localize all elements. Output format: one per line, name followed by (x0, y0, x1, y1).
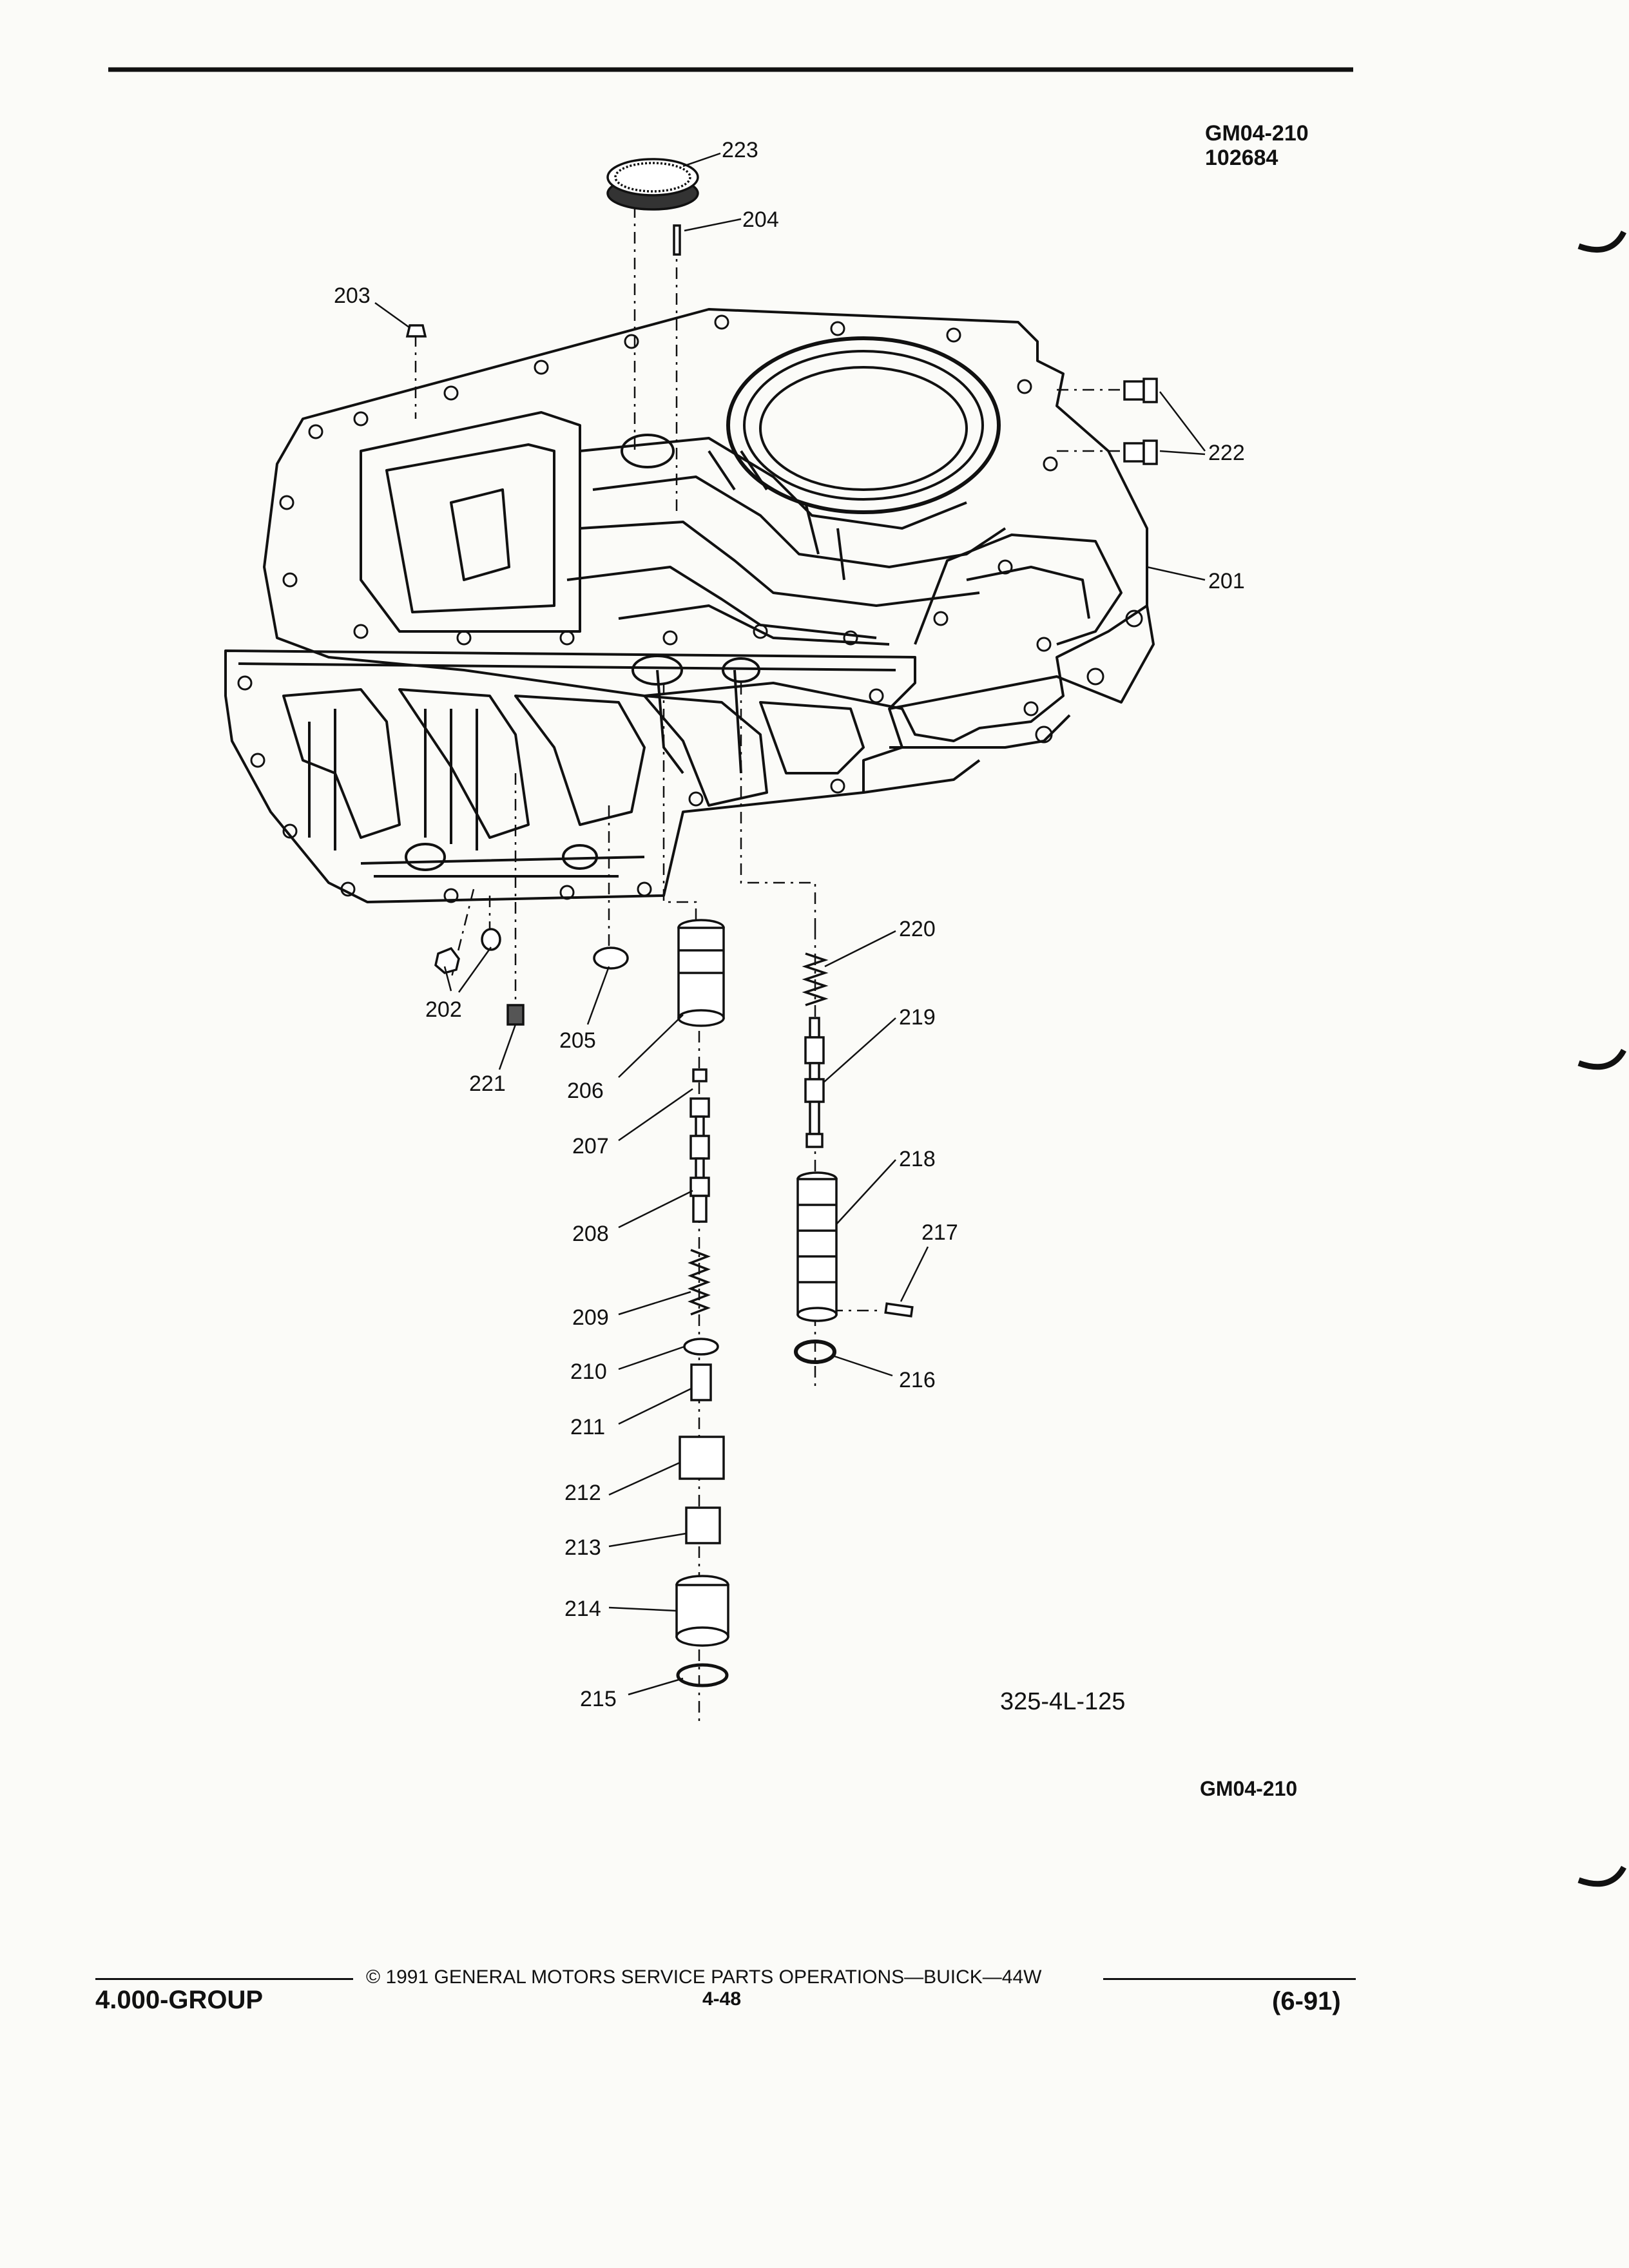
center-lines (414, 206, 1121, 1727)
binder-mark (1577, 230, 1627, 253)
callout-206: 206 (567, 1079, 604, 1103)
callout-218: 218 (899, 1147, 936, 1171)
leader-lines (374, 152, 1206, 1696)
footer-code: GM04-210 (1200, 1777, 1298, 1800)
part-219-valve (804, 1017, 825, 1148)
callout-214: 214 (564, 1597, 601, 1621)
callout-209: 209 (572, 1305, 609, 1330)
header-number: 102684 (1205, 146, 1278, 170)
callout-219: 219 (899, 1005, 936, 1030)
footer-date: (6-91) (1272, 1987, 1341, 2015)
callout-213: 213 (564, 1535, 601, 1560)
part-214 (675, 1575, 729, 1647)
callout-205: 205 (559, 1028, 596, 1053)
footer-page: 4-48 (702, 1988, 742, 2010)
part-204-pin (673, 224, 681, 256)
part-210-washer (683, 1338, 719, 1356)
callout-208: 208 (572, 1222, 609, 1246)
callout-210: 210 (570, 1360, 607, 1384)
part-207-valve (689, 1068, 710, 1223)
callout-207: 207 (572, 1134, 609, 1158)
part-213 (685, 1506, 721, 1544)
callout-202: 202 (425, 997, 462, 1022)
callout-212: 212 (564, 1481, 601, 1505)
part-206-sleeve (677, 919, 725, 1027)
part-221 (506, 1004, 525, 1026)
part-223-screen (606, 158, 699, 211)
part-222-fittings (1123, 378, 1158, 465)
part-216-seal (794, 1340, 836, 1364)
part-202-plug (481, 928, 501, 951)
transaxle-case (224, 308, 1155, 903)
callout-222: 222 (1208, 441, 1245, 465)
part-211 (690, 1363, 712, 1401)
part-203-plug (405, 324, 427, 338)
small-parts (405, 158, 1158, 1687)
callout-201: 201 (1208, 569, 1245, 593)
callout-221: 221 (469, 1072, 506, 1096)
part-202-plug (434, 947, 460, 974)
callout-217: 217 (921, 1220, 958, 1245)
footer-group: 4.000-GROUP (95, 1986, 264, 2014)
footer-rule-left (95, 1978, 353, 1980)
callout-220: 220 (899, 917, 936, 941)
footer-rule-right (1103, 1978, 1356, 1980)
figure-ref: 325-4L-125 (1000, 1688, 1126, 1715)
part-209-spring (688, 1249, 711, 1316)
callout-204: 204 (742, 207, 779, 232)
part-215-ring (676, 1663, 729, 1687)
binder-mark (1577, 1048, 1626, 1070)
part-218-sleeve (796, 1171, 838, 1322)
header-code: GM04-210 (1205, 121, 1309, 146)
callout-211: 211 (570, 1415, 606, 1439)
callout-223: 223 (722, 138, 758, 162)
callout-215: 215 (580, 1687, 617, 1711)
binder-mark (1577, 1865, 1626, 1887)
callout-203: 203 (334, 284, 371, 308)
part-220-spring (802, 952, 829, 1006)
footer-copyright: © 1991 GENERAL MOTORS SERVICE PARTS OPER… (366, 1966, 1042, 1988)
part-205-seal (593, 947, 629, 970)
part-217-pin (884, 1302, 914, 1318)
case-bolt-holes (237, 314, 1143, 903)
part-212 (679, 1436, 725, 1480)
callout-216: 216 (899, 1368, 936, 1392)
